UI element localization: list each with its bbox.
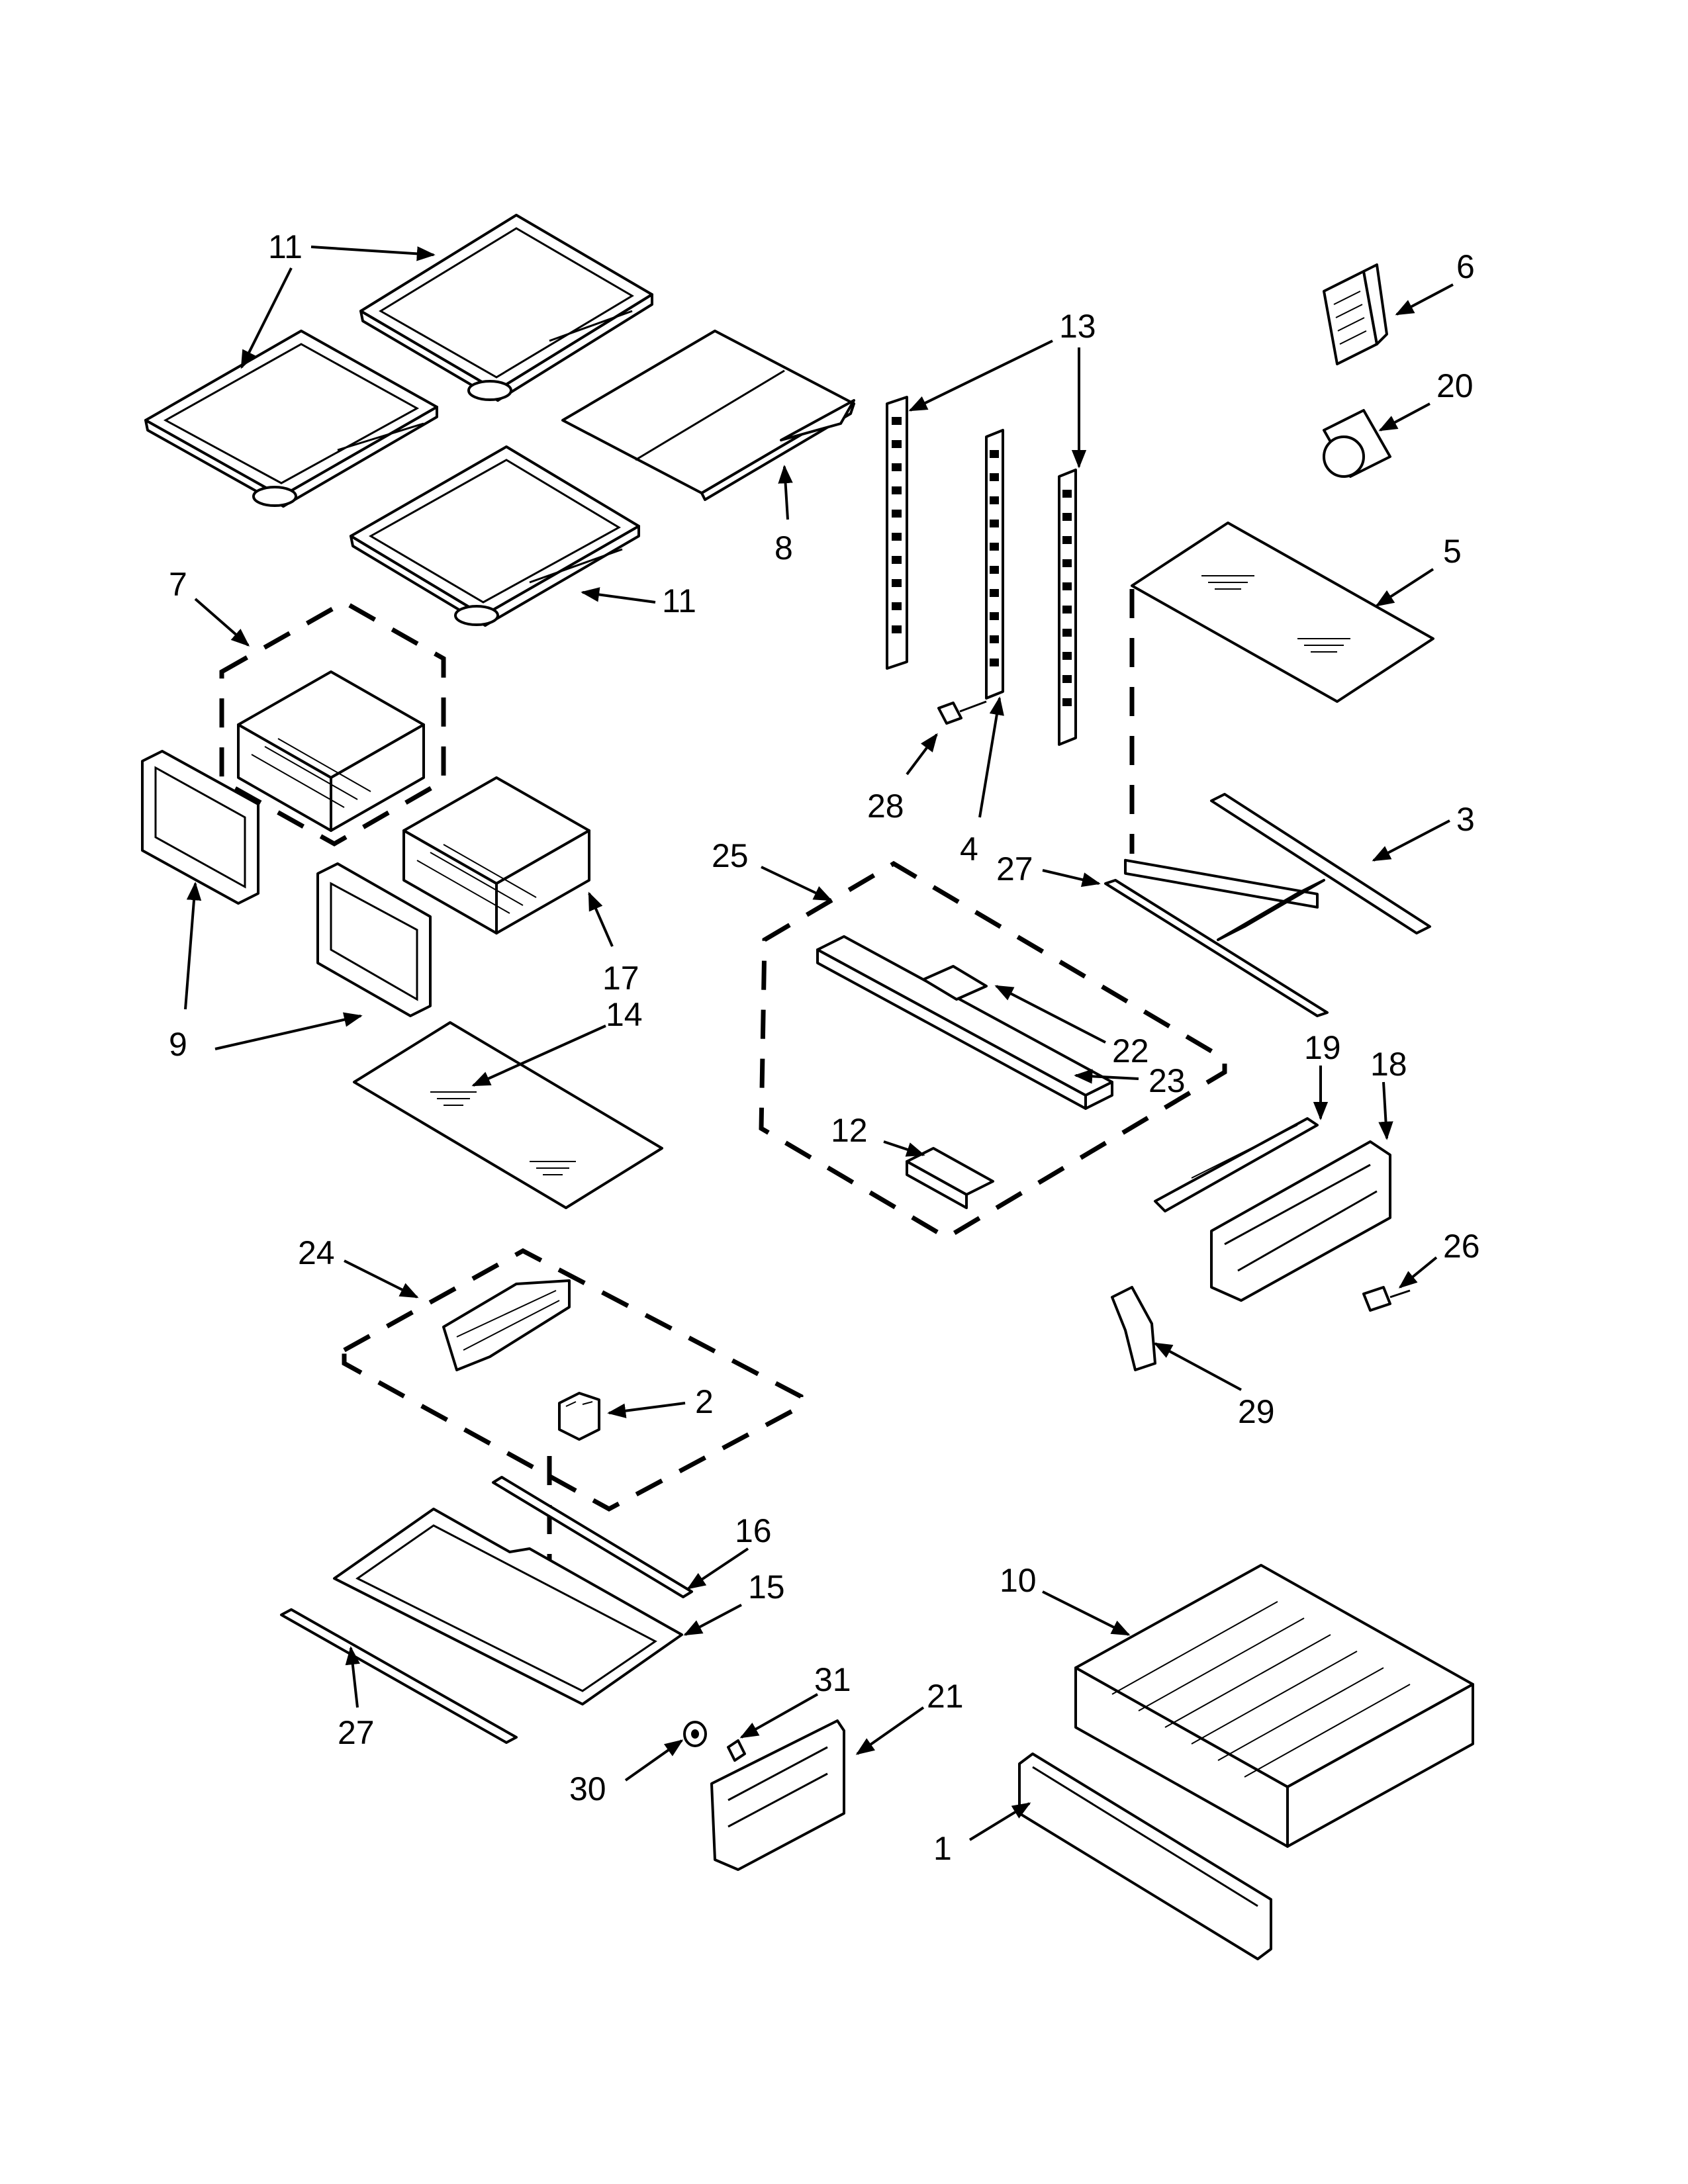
callout-31: 31	[814, 1661, 851, 1698]
callout-20: 20	[1436, 367, 1474, 404]
part-4-rail-center	[985, 429, 1004, 700]
callout-28: 28	[867, 788, 904, 825]
callout-23: 23	[1149, 1062, 1186, 1099]
callout-29: 29	[1238, 1393, 1275, 1430]
callout-17: 17	[602, 960, 639, 997]
part-12-light-switch	[906, 1147, 994, 1209]
callout-25: 25	[712, 837, 749, 874]
callout-11-top: 11	[268, 228, 303, 265]
callout-13: 13	[1059, 308, 1096, 345]
callout-5: 5	[1443, 533, 1462, 570]
part-11-shelf-bottom	[350, 445, 640, 627]
callout-19: 19	[1304, 1029, 1341, 1066]
part-19-slide-rail	[1154, 1117, 1319, 1212]
part-15-shelf-pan	[333, 1508, 683, 1706]
callout-10: 10	[1000, 1562, 1037, 1599]
part-10-drawer	[1074, 1564, 1474, 1848]
part-26-screw	[1362, 1286, 1411, 1312]
part-7-crisper-left	[237, 670, 425, 832]
part-20-filter-cap	[1323, 409, 1391, 478]
part-11-shelf-left	[144, 330, 438, 508]
part-13-rail-left	[886, 396, 908, 670]
part-30-grommet	[683, 1721, 707, 1747]
callout-22: 22	[1112, 1032, 1149, 1069]
callout-21: 21	[927, 1678, 964, 1715]
callout-14: 14	[606, 996, 643, 1033]
part-9-crisper-front-right	[316, 862, 432, 1017]
part-9-crisper-front-left	[141, 750, 259, 905]
callout-11-lower: 11	[662, 582, 696, 619]
part-14-glass-shelf	[353, 1021, 663, 1209]
part-3-shelf-frame	[1124, 793, 1431, 941]
callout-24: 24	[298, 1234, 335, 1271]
part-31-screw	[727, 1739, 746, 1762]
callout-30: 30	[569, 1770, 606, 1807]
callout-16: 16	[735, 1512, 772, 1549]
callout-6: 6	[1456, 248, 1475, 285]
callout-27-lower: 27	[338, 1714, 375, 1751]
callout-labels: 11 11 6 13 20 8 5 7 28 4 3 25 27 17 9 14…	[169, 228, 1480, 1867]
part-17-crisper-right	[402, 776, 590, 934]
part-2-control-module	[558, 1392, 600, 1441]
part-16-rod	[492, 1476, 693, 1598]
part-21-bracket	[710, 1719, 845, 1871]
callout-9: 9	[169, 1026, 187, 1063]
callout-3: 3	[1456, 801, 1475, 838]
part-8-slide-shelf	[561, 330, 855, 501]
callout-2: 2	[695, 1383, 714, 1420]
callout-1: 1	[933, 1830, 952, 1867]
callout-7: 7	[169, 566, 187, 603]
callout-12: 12	[831, 1112, 868, 1149]
part-27-seal-lower	[280, 1608, 518, 1744]
part-18-bracket	[1210, 1140, 1391, 1302]
callout-27-upper: 27	[996, 850, 1033, 887]
part-24-control-housing	[442, 1279, 571, 1371]
callout-8: 8	[774, 529, 793, 567]
part-23-light-housing	[816, 935, 1113, 1110]
part-5-glass-shelf	[1131, 522, 1434, 703]
part-11-shelf-top	[359, 214, 653, 402]
part-29-clip	[1111, 1286, 1156, 1371]
part-6-filter-cover	[1323, 263, 1388, 365]
part-24-group-outline	[342, 1248, 804, 1512]
part-25-group-outline	[759, 860, 1227, 1241]
part-22-light-lens	[922, 965, 988, 1001]
part-28-screw	[937, 700, 987, 725]
part-27-seal-upper	[1104, 879, 1329, 1017]
callout-15: 15	[748, 1569, 785, 1606]
callout-18: 18	[1370, 1046, 1407, 1083]
leader-lines	[184, 246, 1454, 1841]
part-13-rail-right	[1058, 469, 1077, 746]
callout-26: 26	[1443, 1228, 1480, 1265]
callout-4: 4	[960, 831, 978, 868]
